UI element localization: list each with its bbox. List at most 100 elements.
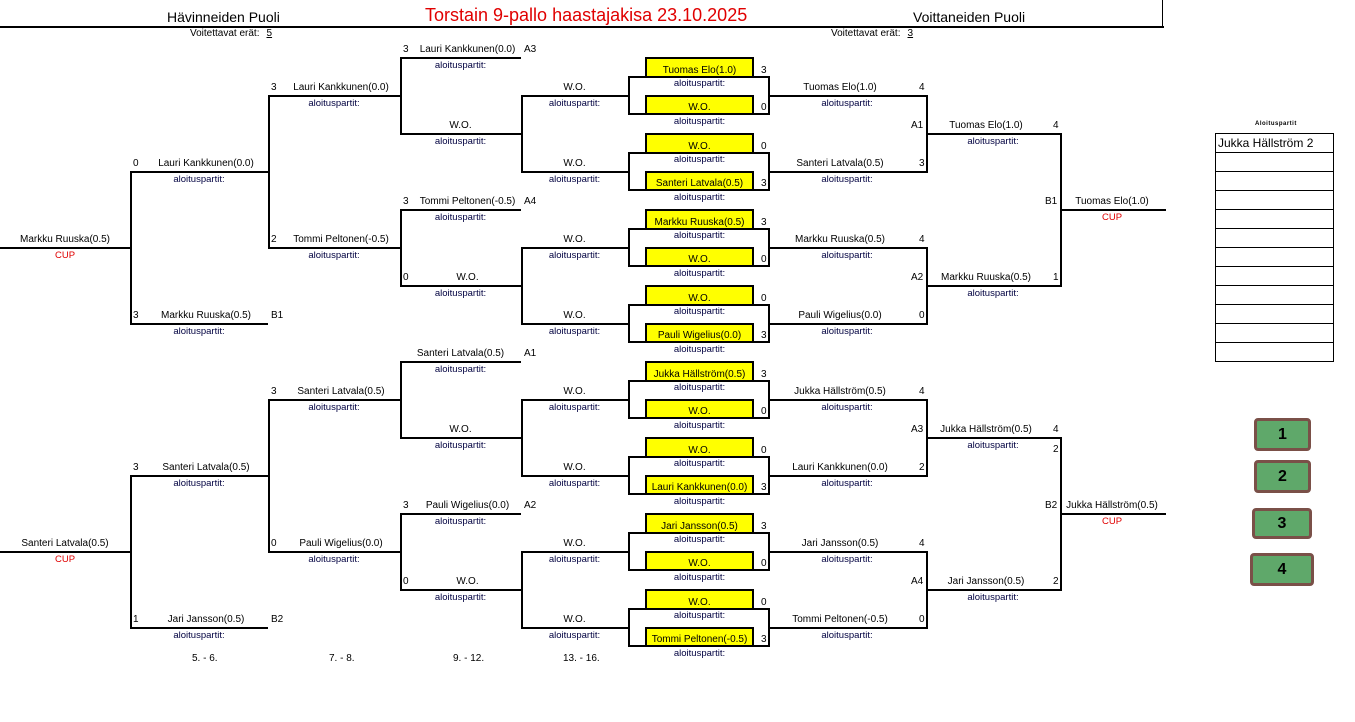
match-score[interactable]: 4	[919, 386, 925, 397]
match-score[interactable]: 0	[761, 597, 767, 608]
player-name[interactable]: W.O.	[563, 310, 586, 321]
player-name[interactable]: Santeri Latvala(0.5)	[21, 538, 109, 549]
match-score[interactable]: 3	[761, 178, 767, 189]
player-name[interactable]: W.O.	[563, 158, 586, 169]
match-score[interactable]: 0	[761, 558, 767, 569]
match-score[interactable]: 3	[761, 217, 767, 228]
aloituspartit-cell[interactable]	[1215, 342, 1334, 362]
aloituspartit-cell[interactable]	[1215, 266, 1334, 286]
player-name[interactable]: Markku Ruuska(0.5)	[160, 310, 252, 321]
player-name[interactable]: Markku Ruuska(0.5)	[794, 234, 886, 245]
player-name[interactable]: Tuomas Elo(1.0)	[803, 82, 877, 93]
player-name[interactable]: Tommi Peltonen(-0.5)	[419, 196, 516, 207]
aloituspartit-cell[interactable]	[1215, 247, 1334, 267]
player-name[interactable]: W.O.	[456, 576, 479, 587]
player-name[interactable]: W.O.	[563, 234, 586, 245]
match-score[interactable]: 0	[761, 406, 767, 417]
player-name[interactable]: Tommi Peltonen(-0.5)	[792, 614, 888, 625]
match-score[interactable]: 3	[403, 500, 409, 511]
player-name[interactable]: Lauri Kankkunen(0.0)	[792, 462, 888, 473]
match-score[interactable]: 2	[1053, 576, 1059, 587]
player-name[interactable]: W.O.	[563, 538, 586, 549]
player-name[interactable]: Tommi Peltonen(-0.5)	[651, 634, 748, 645]
match-score[interactable]: 3	[271, 386, 277, 397]
match-score[interactable]: 0	[761, 102, 767, 113]
match-score[interactable]: 3	[271, 82, 277, 93]
match-score[interactable]: 3	[761, 369, 767, 380]
match-score[interactable]: 1	[1053, 272, 1059, 283]
match-score[interactable]: 0	[403, 576, 409, 587]
match-score[interactable]: 3	[761, 634, 767, 645]
match-score[interactable]: 4	[1053, 424, 1059, 435]
player-name[interactable]: W.O.	[563, 614, 586, 625]
player-name[interactable]: Jukka Hällström(0.5)	[794, 386, 886, 397]
match-score[interactable]: 0	[761, 445, 767, 456]
match-score[interactable]: 3	[761, 521, 767, 532]
player-name[interactable]: Lauri Kankkunen(0.0)	[651, 482, 748, 493]
player-name[interactable]: W.O.	[688, 293, 711, 304]
match-score[interactable]: 2	[919, 462, 925, 473]
player-name[interactable]: W.O.	[688, 597, 711, 608]
match-score[interactable]: 0	[133, 158, 139, 169]
match-score[interactable]: 0	[919, 614, 925, 625]
player-name[interactable]: Jukka Hällström(0.5)	[1066, 500, 1158, 511]
player-name[interactable]: Tuomas Elo(1.0)	[1075, 196, 1149, 207]
match-score[interactable]: 3	[403, 196, 409, 207]
match-score[interactable]: 4	[919, 82, 925, 93]
pool-table-1-button[interactable]: 1	[1254, 418, 1311, 451]
player-name[interactable]: Pauli Wigelius(0.0)	[425, 500, 510, 511]
player-name[interactable]: W.O.	[449, 120, 472, 131]
player-name[interactable]: Tuomas Elo(1.0)	[949, 120, 1023, 131]
player-name[interactable]: Santeri Latvala(0.5)	[297, 386, 385, 397]
player-name[interactable]: W.O.	[688, 102, 711, 113]
match-score[interactable]: 3	[761, 482, 767, 493]
aloituspartit-cell[interactable]: Jukka Hällström 2	[1215, 133, 1334, 153]
pool-table-2-button[interactable]: 2	[1254, 460, 1311, 493]
match-score[interactable]: 3	[133, 310, 139, 321]
player-name[interactable]: Jari Jansson(0.5)	[947, 576, 1025, 587]
aloituspartit-cell[interactable]	[1215, 304, 1334, 324]
player-name[interactable]: Jari Jansson(0.5)	[801, 538, 879, 549]
player-name[interactable]: Jari Jansson(0.5)	[167, 614, 245, 625]
match-score[interactable]: 4	[919, 234, 925, 245]
match-score[interactable]: 2	[271, 234, 277, 245]
player-name[interactable]: W.O.	[688, 406, 711, 417]
player-name[interactable]: W.O.	[563, 386, 586, 397]
player-name[interactable]: Lauri Kankkunen(0.0)	[419, 44, 516, 55]
player-name[interactable]: W.O.	[449, 424, 472, 435]
match-score[interactable]: 1	[133, 614, 139, 625]
match-score[interactable]: 4	[919, 538, 925, 549]
pool-table-3-button[interactable]: 3	[1252, 508, 1312, 539]
player-name[interactable]: Markku Ruuska(0.5)	[654, 217, 745, 228]
player-name[interactable]: Pauli Wigelius(0.0)	[657, 330, 742, 341]
player-name[interactable]: Jukka Hällström(0.5)	[940, 424, 1032, 435]
player-name[interactable]: W.O.	[456, 272, 479, 283]
aloituspartit-cell[interactable]	[1215, 323, 1334, 343]
match-score[interactable]: 3	[761, 330, 767, 341]
aloituspartit-cell[interactable]	[1215, 171, 1334, 191]
player-name[interactable]: Santeri Latvala(0.5)	[416, 348, 505, 359]
player-name[interactable]: Markku Ruuska(0.5)	[19, 234, 111, 245]
pool-table-4-button[interactable]: 4	[1250, 553, 1314, 586]
races-value[interactable]: 3	[907, 28, 914, 39]
player-name[interactable]: Santeri Latvala(0.5)	[162, 462, 250, 473]
aloituspartit-cell[interactable]	[1215, 190, 1334, 210]
player-name[interactable]: W.O.	[563, 462, 586, 473]
match-score[interactable]: 0	[919, 310, 925, 321]
aloituspartit-cell[interactable]	[1215, 152, 1334, 172]
match-score[interactable]: 0	[761, 293, 767, 304]
match-score[interactable]: 0	[761, 141, 767, 152]
player-name[interactable]: Santeri Latvala(0.5)	[796, 158, 884, 169]
player-name[interactable]: Lauri Kankkunen(0.0)	[158, 158, 254, 169]
aloituspartit-cell[interactable]	[1215, 209, 1334, 229]
player-name[interactable]: W.O.	[688, 254, 711, 265]
player-name[interactable]: W.O.	[688, 141, 711, 152]
aloituspartit-cell[interactable]	[1215, 228, 1334, 248]
player-name[interactable]: Tuomas Elo(1.0)	[662, 65, 737, 76]
player-name[interactable]: Pauli Wigelius(0.0)	[299, 538, 383, 549]
player-name[interactable]: W.O.	[688, 558, 711, 569]
match-score[interactable]: 4	[1053, 120, 1059, 131]
player-name[interactable]: Jari Jansson(0.5)	[661, 521, 738, 532]
player-name[interactable]: Pauli Wigelius(0.0)	[798, 310, 882, 321]
player-name[interactable]: Jukka Hällström(0.5)	[653, 369, 746, 380]
